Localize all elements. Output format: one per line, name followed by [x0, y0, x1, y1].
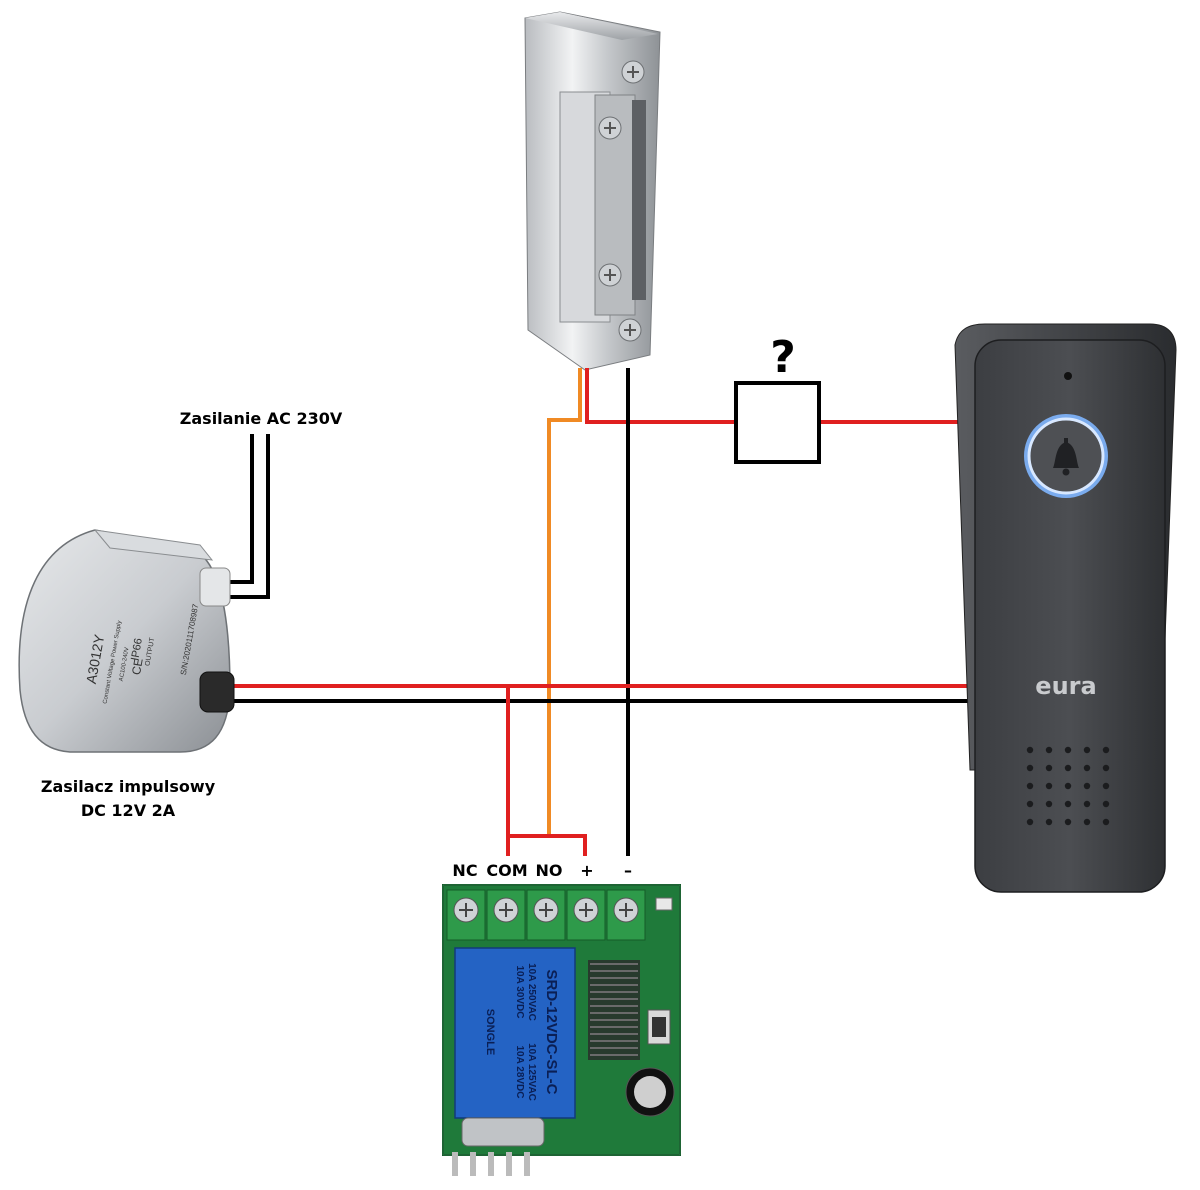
electric-strike: [524, 11, 661, 371]
doorbell: eura: [954, 323, 1177, 893]
psu-ce: CE: [129, 657, 146, 676]
psu-input: AC100-240V: [119, 647, 131, 682]
psu-label-line1: Zasilacz impulsowy: [41, 777, 216, 796]
screw-icon: [598, 263, 622, 287]
wire-ac-2: [230, 434, 270, 599]
wires: [230, 368, 970, 856]
speaker-hole: [1083, 782, 1091, 790]
speaker-hole: [1026, 764, 1034, 772]
status-led: [655, 897, 673, 911]
speaker-hole: [1064, 818, 1072, 826]
wire-orange-strike-no: [547, 368, 582, 836]
terminal-label-1: NC: [452, 861, 477, 880]
speaker-hole: [1026, 800, 1034, 808]
speaker-hole: [1102, 764, 1110, 772]
crystal: [461, 1117, 545, 1147]
terminal-label-2: COM: [486, 861, 527, 880]
speaker-hole: [1026, 782, 1034, 790]
wire-red-com: [506, 686, 587, 856]
speaker-hole: [1083, 764, 1091, 772]
relay-model: SRD-12VDC-SL-C: [543, 969, 560, 1094]
speaker-hole: [1102, 818, 1110, 826]
wire-red-strike-bell: [585, 368, 958, 424]
terminal-block: [446, 889, 646, 941]
speaker-hole: [1064, 746, 1072, 754]
speaker-hole: [1083, 818, 1091, 826]
psu-rating: IP66: [129, 637, 145, 661]
relay-spec-2: 10A 30VDC: [514, 966, 525, 1019]
speaker-hole: [1102, 746, 1110, 754]
screw-icon: [621, 60, 645, 84]
speaker-grille: [1026, 746, 1110, 826]
speaker-hole: [1064, 764, 1072, 772]
screw-slot: [539, 903, 553, 917]
antenna-coil: [588, 960, 640, 1060]
doorbell-brand: eura: [1035, 672, 1096, 700]
unknown-component: ?: [734, 332, 821, 464]
header-pins: [452, 1152, 530, 1176]
speaker-hole: [1045, 782, 1053, 790]
speaker-hole: [1083, 800, 1091, 808]
speaker-hole: [1045, 746, 1053, 754]
screw-slot: [579, 903, 593, 917]
speaker-hole: [1045, 818, 1053, 826]
psu-label-line2: DC 12V 2A: [81, 801, 176, 820]
screw-slot: [499, 903, 513, 917]
terminal-label-5: –: [624, 861, 632, 880]
question-mark: ?: [770, 332, 796, 383]
speaker-hole: [1045, 764, 1053, 772]
terminal-labels: NC COM NO + –: [452, 861, 632, 880]
ac-supply-label: Zasilanie AC 230V: [180, 409, 343, 428]
speaker-hole: [1026, 746, 1034, 754]
speaker-hole: [1102, 800, 1110, 808]
speaker-hole: [1026, 818, 1034, 826]
relay-spec-1: 10A 250VAC: [526, 963, 537, 1021]
speaker-hole: [1102, 782, 1110, 790]
terminal-label-4: +: [580, 861, 593, 880]
terminal-label-3: NO: [536, 861, 563, 880]
screw-slot: [459, 903, 473, 917]
relay-brand: SONGLE: [484, 1009, 496, 1055]
bell-icon: [1053, 438, 1079, 476]
speaker-hole: [1064, 782, 1072, 790]
wire-ac-1: [230, 434, 254, 584]
speaker-hole: [1083, 746, 1091, 754]
relay-module: SRD-12VDC-SL-C 10A 250VAC 10A 30VDC 10A …: [442, 884, 681, 1176]
speaker-hole: [1045, 800, 1053, 808]
relay-spec-3: 10A 125VAC: [526, 1043, 537, 1101]
relay-spec-4: 10A 28VDC: [514, 1046, 525, 1099]
power-supply: A3012Y Constant Voltage Power Supply AC1…: [18, 529, 235, 753]
call-button: [1024, 414, 1108, 498]
screw-slot: [619, 903, 633, 917]
screw-icon: [618, 318, 642, 342]
screw-icon: [598, 116, 622, 140]
camera-lens: [1064, 372, 1072, 380]
speaker-hole: [1064, 800, 1072, 808]
